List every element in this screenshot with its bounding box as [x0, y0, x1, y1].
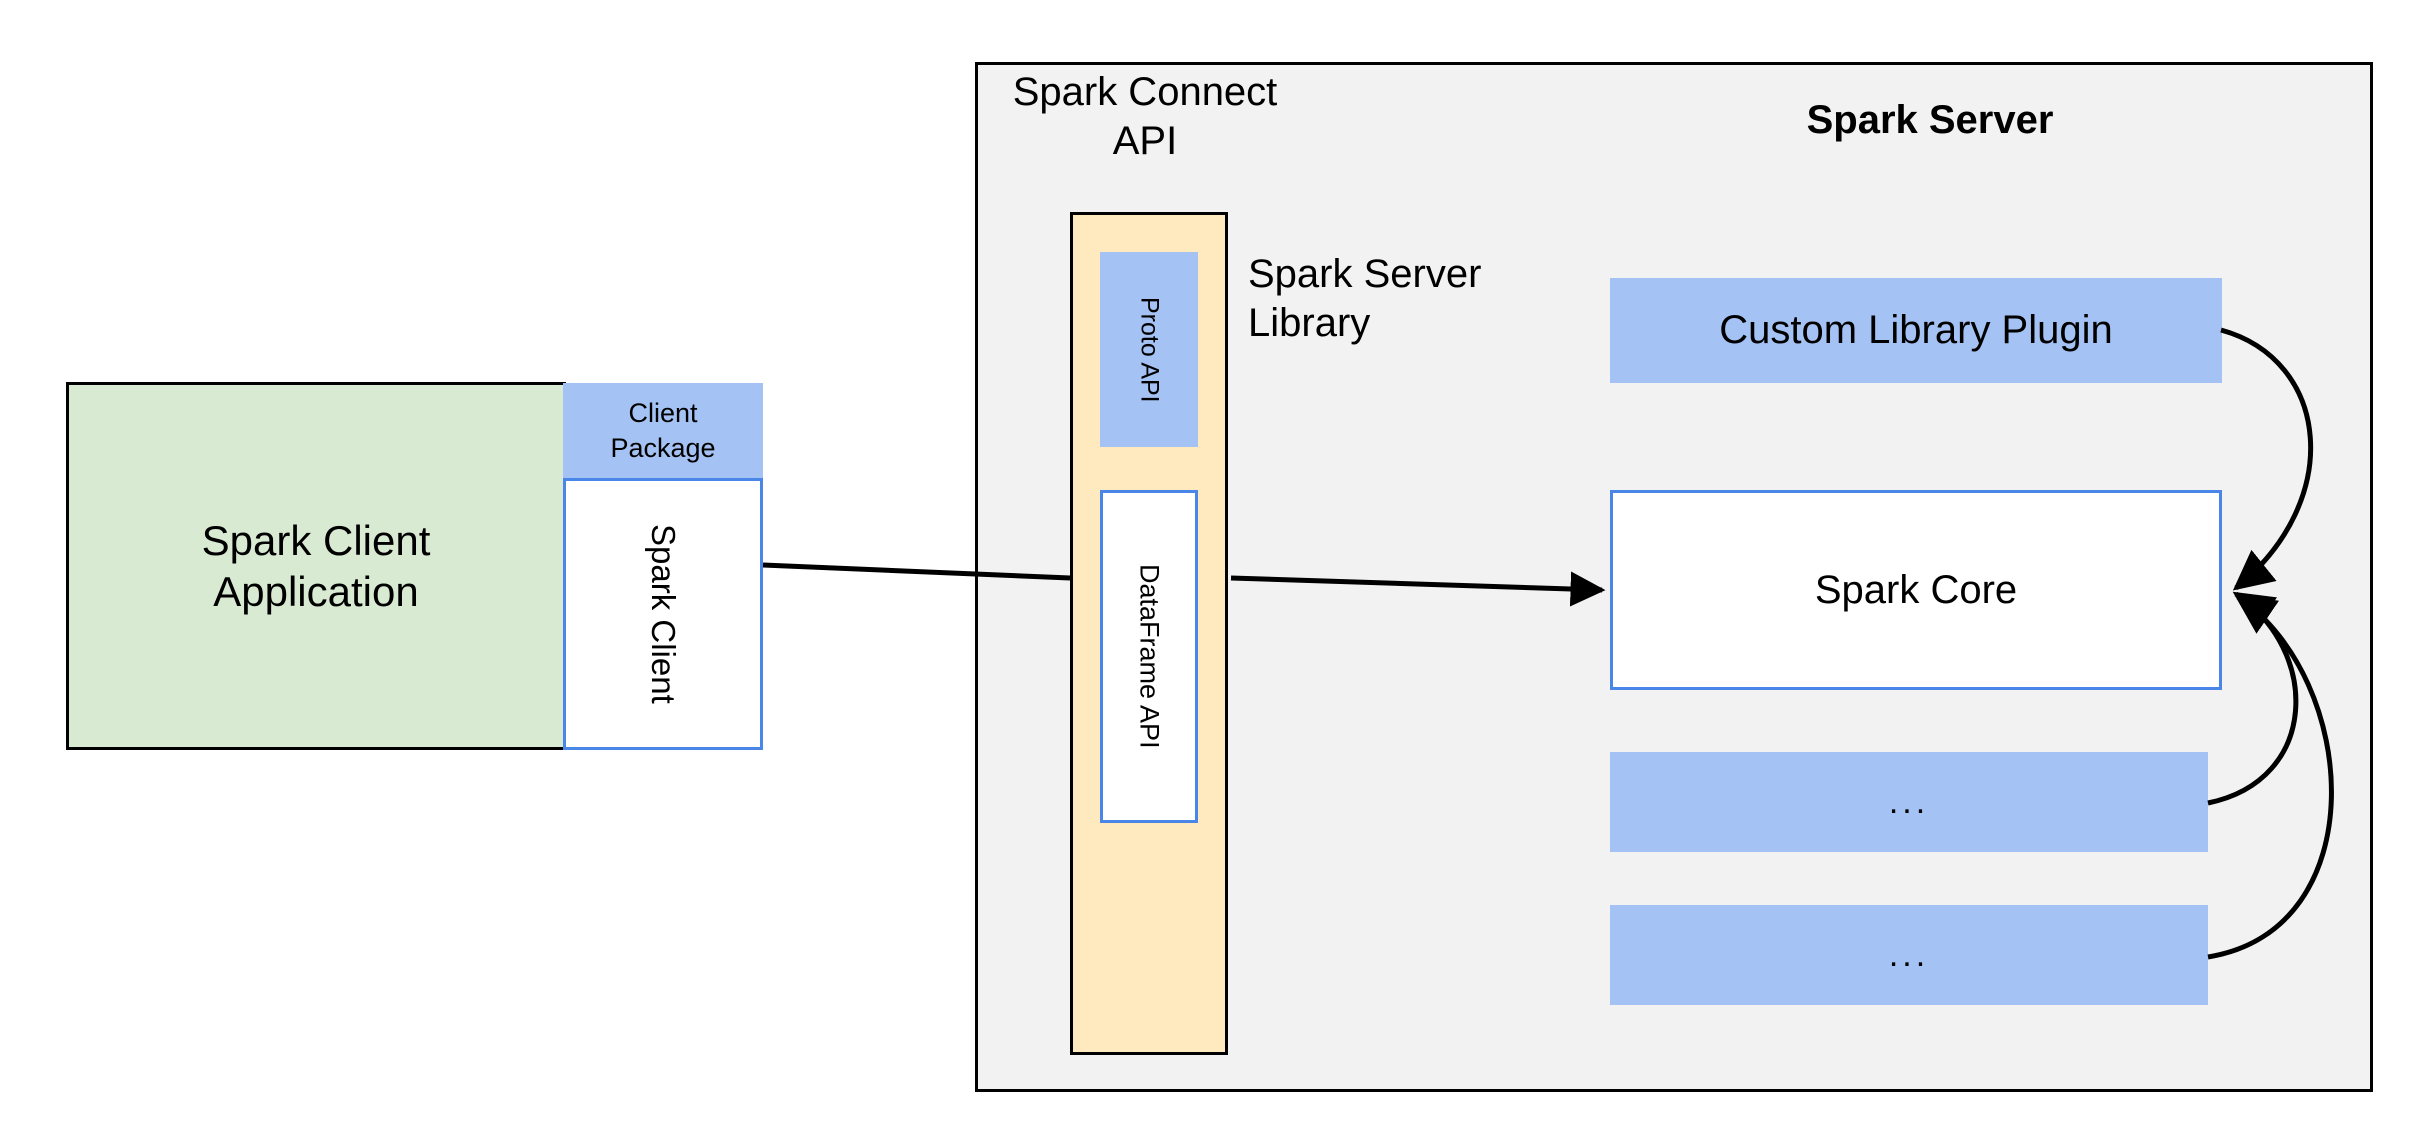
proto-api-label: Proto API: [1135, 296, 1164, 403]
spark-server-title: Spark Server: [1806, 98, 2054, 142]
client-package-line1: Client: [628, 397, 698, 428]
placeholder-block-2[interactable]: ...: [1610, 905, 2208, 1005]
server-library-line2: Library: [1248, 300, 1371, 345]
dataframe-api-box[interactable]: DataFrame API: [1100, 490, 1198, 823]
spark-core-label: Spark Core: [1814, 567, 2018, 612]
spark-client-application-label: Spark Client Application: [202, 515, 431, 617]
client-package-box[interactable]: Client Package: [563, 383, 763, 478]
connect-api-line2: API: [1112, 118, 1178, 163]
spark-client-label: Spark Client: [645, 524, 682, 704]
client-app-line1: Spark Client: [201, 516, 431, 564]
placeholder-block-2-label: ...: [1888, 935, 1930, 974]
server-library-line1: Spark Server: [1248, 252, 1482, 296]
custom-library-plugin-label: Custom Library Plugin: [1719, 308, 2113, 352]
client-package-line2: Package: [610, 432, 716, 463]
dataframe-api-label: DataFrame API: [1134, 564, 1165, 749]
spark-core-box[interactable]: Spark Core: [1610, 490, 2222, 690]
spark-connect-api-label: Spark Connect API: [1000, 68, 1290, 166]
custom-library-plugin-box[interactable]: Custom Library Plugin: [1610, 278, 2222, 383]
placeholder-block-1[interactable]: ...: [1610, 752, 2208, 852]
connect-api-line1: Spark Connect: [1012, 70, 1278, 114]
spark-server-library-label: Spark Server Library: [1248, 250, 1578, 348]
client-package-label: Client Package: [610, 396, 715, 465]
spark-client-application-box[interactable]: Spark Client Application: [66, 382, 566, 750]
proto-api-box[interactable]: Proto API: [1100, 252, 1198, 447]
placeholder-block-1-label: ...: [1888, 782, 1930, 821]
client-app-line2: Application: [213, 568, 419, 615]
spark-client-box[interactable]: Spark Client: [563, 478, 763, 750]
